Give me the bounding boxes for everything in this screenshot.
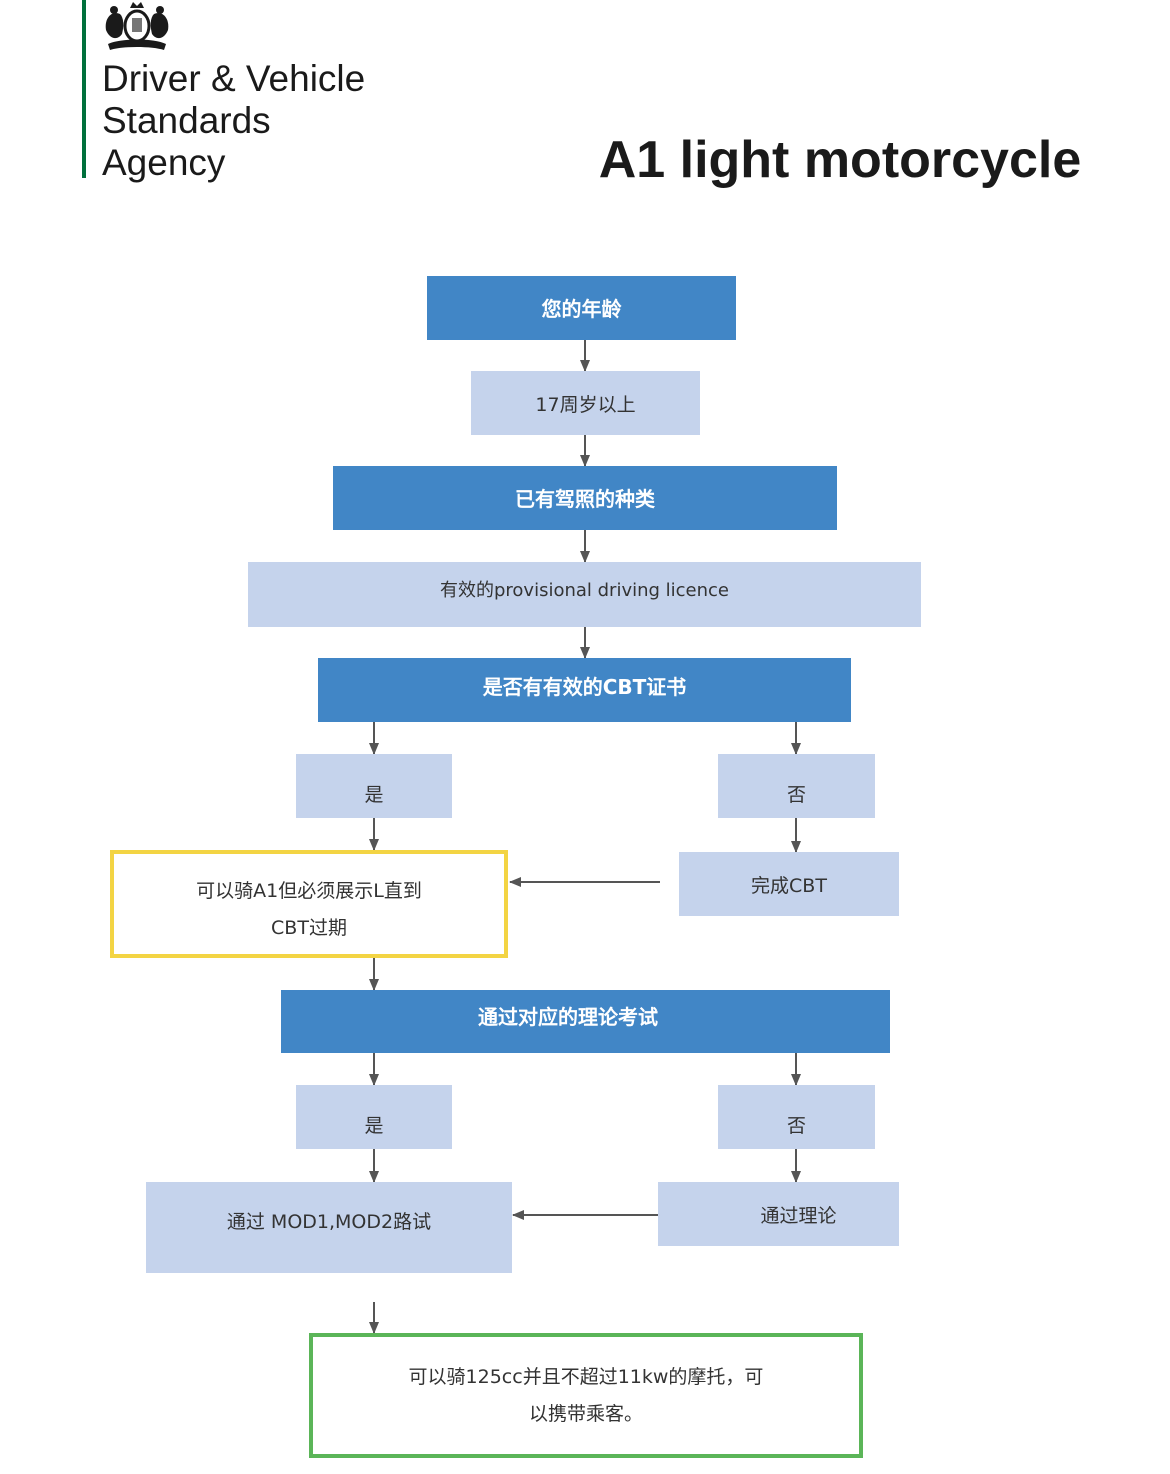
cbt-question-label: 是否有有效的CBT证书 xyxy=(482,674,687,699)
theory-yes-label: 是 xyxy=(364,1114,384,1137)
cbt-no-answer: 否 xyxy=(718,754,875,818)
royal-crest-icon xyxy=(105,2,169,50)
final-outcome-line-2: 以携带乘客。 xyxy=(528,1402,643,1425)
theory-question-label: 通过对应的理论考试 xyxy=(478,1005,658,1029)
organisation-name-line-2: Standards xyxy=(102,100,271,141)
organisation-name-line-3: Agency xyxy=(102,142,226,183)
cbt-outcome-line-2: CBT过期 xyxy=(271,917,347,939)
page-title: A1 light motorcycle xyxy=(598,131,1082,189)
complete-cbt-label: 完成CBT xyxy=(751,874,827,897)
age-question: 您的年龄 xyxy=(427,276,736,340)
mod-road-tests: 通过 MOD1,MOD2路试 xyxy=(146,1182,512,1273)
cbt-question: 是否有有效的CBT证书 xyxy=(318,658,851,722)
theory-yes-answer: 是 xyxy=(296,1085,452,1149)
pass-theory-label: 通过理论 xyxy=(760,1204,837,1227)
organisation-name-line-1: Driver & Vehicle xyxy=(102,58,366,99)
licence-question-label: 已有驾照的种类 xyxy=(515,486,655,511)
cbt-conditional-outcome: 可以骑A1但必须展示L直到 CBT过期 xyxy=(110,850,508,958)
theory-question: 通过对应的理论考试 xyxy=(281,990,890,1053)
final-outcome-line-1: 可以骑125cc并且不超过11kw的摩托，可 xyxy=(408,1365,764,1388)
final-outcome: 可以骑125cc并且不超过11kw的摩托，可 以携带乘客。 xyxy=(309,1333,863,1458)
organisation-name: Driver & Vehicle Standards Agency xyxy=(102,58,365,184)
mod-road-tests-label: 通过 MOD1,MOD2路试 xyxy=(226,1211,432,1233)
cbt-no-label: 否 xyxy=(786,783,806,806)
theory-no-answer: 否 xyxy=(718,1085,875,1149)
cbt-yes-answer: 是 xyxy=(296,754,452,818)
cbt-yes-label: 是 xyxy=(364,783,384,806)
complete-cbt-step: 完成CBT xyxy=(679,852,899,916)
age-answer: 17周岁以上 xyxy=(471,371,700,435)
licence-answer-label: 有效的provisional driving licence xyxy=(439,579,730,601)
age-question-label: 您的年龄 xyxy=(541,296,622,321)
theory-no-label: 否 xyxy=(786,1114,806,1137)
cbt-outcome-line-1: 可以骑A1但必须展示L直到 xyxy=(196,880,422,902)
licence-question: 已有驾照的种类 xyxy=(333,466,837,530)
age-answer-label: 17周岁以上 xyxy=(535,393,636,416)
brand-bar xyxy=(82,0,86,178)
licence-answer: 有效的provisional driving licence xyxy=(248,562,921,627)
pass-theory-step: 通过理论 xyxy=(658,1182,899,1246)
